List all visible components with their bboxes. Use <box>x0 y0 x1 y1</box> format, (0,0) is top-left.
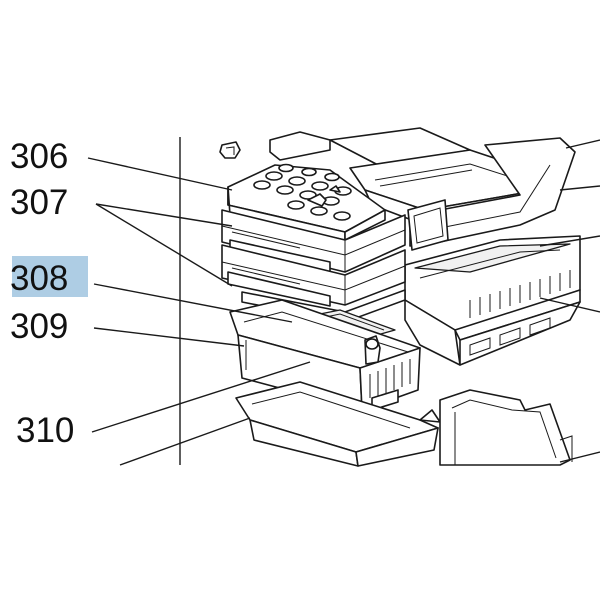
label-309: 309 <box>10 307 69 346</box>
right-tray <box>404 235 581 366</box>
leader-lines <box>87 139 600 466</box>
tray-slots <box>469 270 571 318</box>
highlight-308 <box>12 256 88 297</box>
leader-right-4 <box>539 297 600 313</box>
leader-307b <box>95 203 233 287</box>
part-306-tray <box>219 141 386 241</box>
leader-308 <box>93 283 293 323</box>
leader-right-3 <box>539 235 600 247</box>
leader-310 <box>91 361 311 433</box>
lower-right-container <box>439 389 573 466</box>
label-308: 308 <box>10 259 69 298</box>
part-309-basket <box>229 299 421 411</box>
label-310: 310 <box>16 411 75 450</box>
label-307: 307 <box>10 183 69 222</box>
label-306: 306 <box>10 137 69 176</box>
leader-309 <box>93 327 245 347</box>
leader-310-lower <box>119 417 251 466</box>
upper-right-trays <box>269 127 576 251</box>
leader-right-2 <box>559 185 600 191</box>
tray-holes <box>253 163 352 221</box>
leader-307a <box>95 203 233 227</box>
part-310-tray <box>235 381 441 467</box>
basket-slots <box>369 359 411 398</box>
leader-right-5 <box>559 451 600 463</box>
leader-306 <box>87 157 233 191</box>
leader-right-1 <box>565 139 600 149</box>
